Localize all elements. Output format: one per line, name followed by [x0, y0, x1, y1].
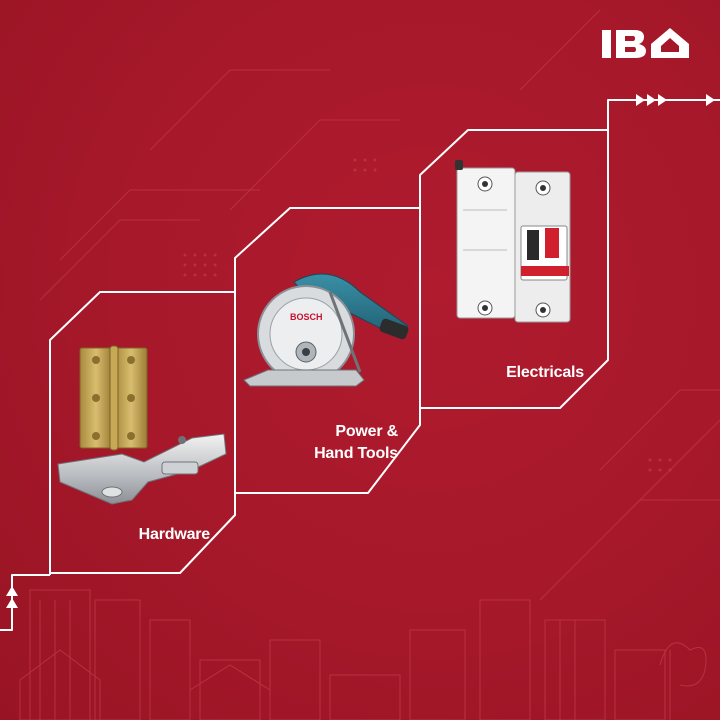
- saw-brand: BOSCH: [290, 312, 323, 322]
- arrow-markers: [6, 94, 715, 608]
- hinge-icon: [57, 345, 227, 505]
- power-label-line1: Power &: [335, 423, 398, 440]
- hardware-label[interactable]: Hardware: [138, 526, 211, 543]
- power-label-line2: Hand Tools: [314, 445, 398, 462]
- circuit-breaker-icon: [455, 160, 571, 323]
- circular-saw-icon: BOSCH: [243, 273, 409, 387]
- electricals-label[interactable]: Electricals: [506, 364, 584, 381]
- ibo-logo: [600, 26, 694, 62]
- power-hand-tools-label[interactable]: Power & Hand Tools: [290, 421, 398, 465]
